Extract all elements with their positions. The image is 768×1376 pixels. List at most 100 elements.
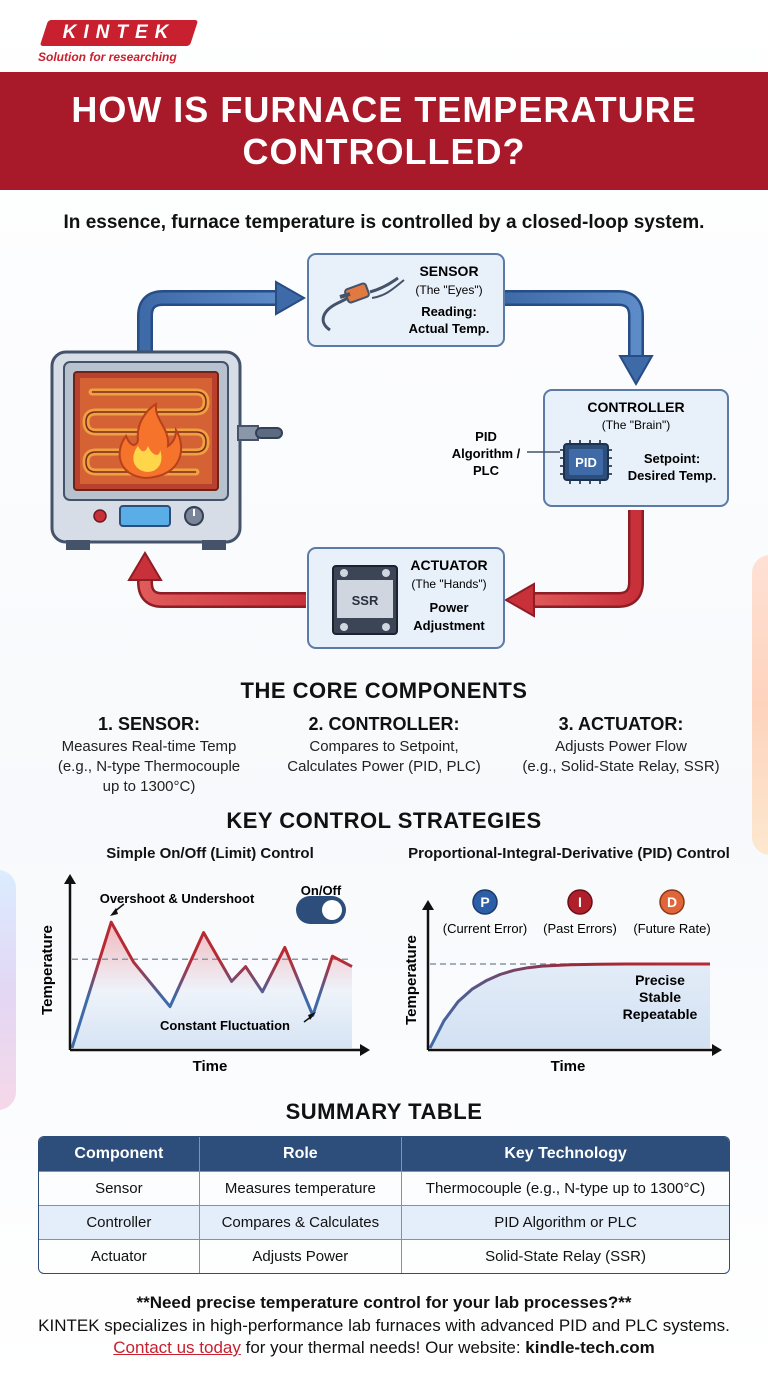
controller-side-label: PID Algorithm / PLC: [452, 429, 560, 478]
onoff-series-line: [70, 920, 353, 1049]
sensor-subtitle: (The "Eyes"): [415, 283, 482, 297]
footer-cta: **Need precise temperature control for y…: [20, 1293, 748, 1359]
column-header: Component: [39, 1137, 199, 1171]
core-item-line: Adjusts Power Flow: [555, 738, 687, 755]
decorative-bar-left: [0, 870, 16, 1110]
strategies-heading: KEY CONTROL STRATEGIES: [226, 808, 542, 833]
onoff-toggle-label: On/Off: [301, 883, 342, 898]
pid-annotation-line: Precise: [635, 972, 685, 988]
core-item-line: Calculates Power (PID, PLC): [287, 758, 481, 775]
furnace-illustration: [50, 350, 283, 550]
core-item-line: up to 1300°C): [102, 778, 196, 795]
core-item-title: 2. CONTROLLER:: [308, 714, 460, 734]
flow-arrow-actuator-to-furnace: [127, 551, 306, 608]
term-letter: I: [578, 894, 582, 910]
footer-body: KINTEK specializes in high-performance l…: [20, 1315, 748, 1359]
pid-chip-icon: PID: [560, 440, 612, 484]
summary-table: Component Role Key Technology Sensor Mea…: [38, 1136, 730, 1274]
footer-title: **Need precise temperature control for y…: [136, 1293, 632, 1312]
toggle-knob: [322, 900, 342, 920]
core-item-line: Measures Real-time Temp: [61, 738, 237, 755]
page-title: HOW IS FURNACE TEMPERATURE CONTROLLED?: [71, 89, 697, 172]
table-row: Controller Compares & Calculates PID Alg…: [39, 1205, 729, 1239]
core-components-heading: THE CORE COMPONENTS: [240, 678, 528, 703]
pid-area: [430, 964, 710, 1048]
term-label: (Current Error): [443, 921, 528, 936]
pid-term-p: P (Current Error): [443, 889, 528, 936]
flow-arrow-controller-to-actuator: [503, 510, 644, 618]
pid-annotation-line: Stable: [639, 989, 681, 1005]
onoff-annotation-overshoot: Overshoot & Undershoot: [100, 891, 255, 906]
pid-annotation-line: Repeatable: [623, 1006, 698, 1022]
core-item-line: (e.g., Solid-State Relay, SSR): [522, 758, 720, 775]
table-cell: Sensor: [39, 1171, 199, 1205]
onoff-chart: Time Temperature Overshoot & Undershoot …: [39, 874, 370, 1075]
summary-table-wrap: Component Role Key Technology Sensor Mea…: [38, 1136, 730, 1274]
pid-chart: P (Current Error) I (Past Errors) D (Fut…: [403, 889, 722, 1075]
core-item-line: Compares to Setpoint,: [309, 738, 459, 755]
ssr-relay-icon: SSR: [332, 565, 398, 635]
core-item-title: 1. SENSOR:: [97, 714, 201, 734]
core-item-sensor: 1. SENSOR: Measures Real-time Temp (e.g.…: [24, 714, 274, 797]
onoff-y-label: Temperature: [39, 925, 56, 1015]
sensor-reading-label: Reading:: [421, 304, 477, 319]
core-item-actuator: 3. ACTUATOR: Adjusts Power Flow (e.g., S…: [496, 714, 746, 777]
logo-tagline: Solution for researching: [38, 50, 177, 64]
footer-text: for your thermal needs! Our website:: [245, 1338, 521, 1357]
side-label-line-2: Algorithm /: [452, 446, 521, 461]
core-item-controller: 2. CONTROLLER: Compares to Setpoint, Cal…: [259, 714, 509, 777]
side-label-line-3: PLC: [473, 463, 500, 478]
sensor-box: SENSOR (The "Eyes") Reading: Actual Temp…: [307, 253, 505, 347]
flow-arrow-sensor-to-controller: [505, 290, 654, 387]
table-row: Sensor Measures temperature Thermocouple…: [39, 1171, 729, 1205]
ssr-label: SSR: [352, 593, 379, 608]
summary-heading: SUMMARY TABLE: [285, 1099, 483, 1124]
pid-x-label: Time: [551, 1058, 586, 1075]
term-label: (Past Errors): [543, 921, 617, 936]
sensor-reading-value: Actual Temp.: [409, 321, 490, 336]
table-cell: Measures temperature: [198, 1171, 402, 1205]
table-cell: Compares & Calculates: [198, 1205, 402, 1239]
title-banner: HOW IS FURNACE TEMPERATURE CONTROLLED?: [0, 72, 768, 190]
footer-text: KINTEK specializes in high-performance l…: [38, 1316, 730, 1335]
actuator-subtitle: (The "Hands"): [411, 577, 486, 591]
onoff-annotation-fluctuation: Constant Fluctuation: [160, 1018, 290, 1033]
table-header-row: Component Role Key Technology: [39, 1137, 729, 1171]
pid-term-i: I (Past Errors): [543, 889, 617, 936]
table-cell: Actuator: [39, 1239, 199, 1273]
controller-setpoint-label: Setpoint:: [644, 451, 700, 466]
term-label: (Future Rate): [633, 921, 710, 936]
actuator-line-1: Power: [429, 600, 468, 615]
term-letter: P: [480, 894, 489, 910]
thermocouple-icon: [321, 276, 405, 332]
actuator-title: ACTUATOR: [410, 557, 487, 573]
website-link[interactable]: kindle-tech.com: [525, 1338, 655, 1357]
onoff-x-label: Time: [193, 1058, 228, 1075]
kintek-logo[interactable]: KINTEK Solution for researching: [36, 20, 206, 68]
controller-setpoint-value: Desired Temp.: [628, 468, 717, 483]
onoff-chart-title: Simple On/Off (Limit) Control: [106, 845, 314, 862]
core-item-line: (e.g., N-type Thermocouple: [57, 758, 241, 775]
logo-text: KINTEK: [62, 22, 176, 43]
side-label-line-1: PID: [475, 429, 497, 444]
intro-text: In essence, furnace temperature is contr…: [63, 212, 705, 233]
indicator-light: [93, 509, 107, 523]
contact-us-link[interactable]: Contact us today: [113, 1338, 241, 1357]
table-cell: PID Algorithm or PLC: [401, 1205, 729, 1239]
column-header: Key Technology: [401, 1137, 729, 1171]
furnace-display: [119, 505, 171, 527]
column-header: Role: [198, 1137, 402, 1171]
pid-chart-title: Proportional-Integral-Derivative (PID) C…: [408, 845, 730, 862]
pid-chip-label: PID: [575, 455, 597, 470]
onoff-toggle[interactable]: [296, 896, 346, 924]
table-cell: Thermocouple (e.g., N-type up to 1300°C): [401, 1171, 729, 1205]
onoff-axes: [64, 874, 370, 1056]
table-cell: Controller: [39, 1205, 199, 1239]
pid-y-label: Temperature: [403, 935, 420, 1025]
sensor-title: SENSOR: [419, 263, 478, 279]
closed-loop-diagram: SENSOR (The "Eyes") Reading: Actual Temp…: [50, 253, 729, 649]
table-cell: Adjusts Power: [198, 1239, 402, 1273]
pid-term-d: D (Future Rate): [633, 889, 711, 936]
table-cell: Solid-State Relay (SSR): [401, 1239, 729, 1273]
